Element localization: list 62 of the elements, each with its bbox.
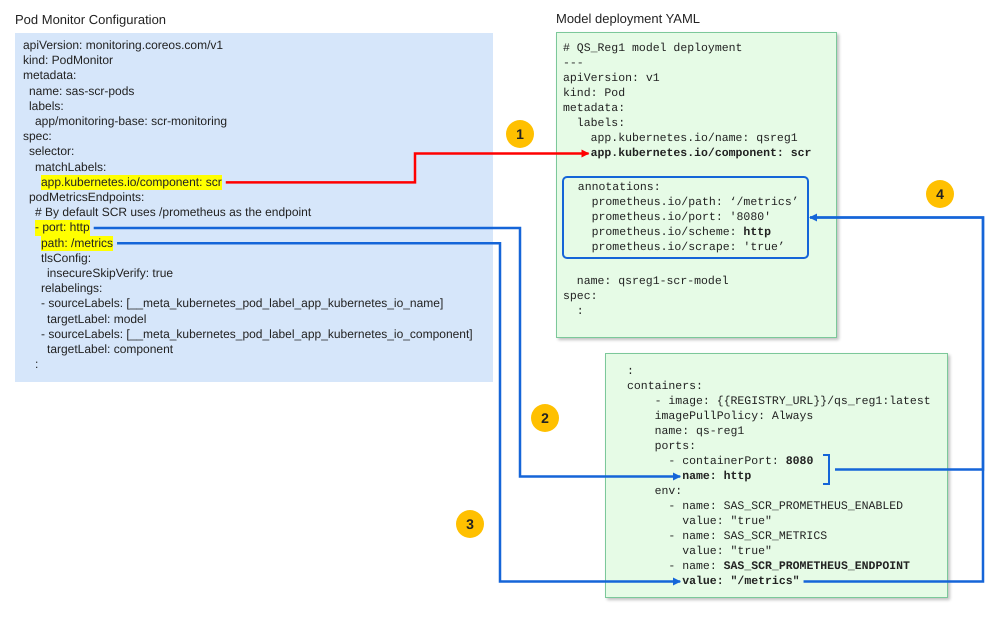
code-line: value: "true" bbox=[682, 514, 772, 529]
code-line: apiVersion: monitoring.coreos.com/v1 bbox=[23, 38, 224, 54]
code-line: - image: {{REGISTRY_URL}}/qs_reg1:latest bbox=[654, 394, 931, 409]
code-line: imagePullPolicy: Always bbox=[654, 409, 814, 424]
code-line: annotations: bbox=[578, 180, 661, 195]
code-line: env: bbox=[654, 484, 682, 499]
code-line: kind: PodMonitor bbox=[23, 53, 114, 68]
code-line: matchLabels: bbox=[35, 160, 106, 175]
code-line: - containerPort: 8080 bbox=[668, 454, 814, 469]
arrow bbox=[804, 214, 984, 583]
code-line: - sourceLabels: [__meta_kubernetes_pod_label_app_kubernetes_io_component] bbox=[41, 326, 473, 342]
code-line: targetLabel: component bbox=[47, 342, 174, 358]
callout-number: 2 bbox=[531, 404, 559, 432]
code-line: : bbox=[35, 357, 38, 372]
panel-title: Model deployment YAML bbox=[556, 11, 700, 27]
code-line: value: "true" bbox=[682, 544, 772, 559]
code-line: name: http bbox=[682, 469, 752, 484]
code-line: : bbox=[627, 364, 634, 379]
code-line: app/monitoring-base: scr-monitoring bbox=[35, 114, 228, 130]
code-line: metadata: bbox=[23, 68, 76, 84]
code-line: name: qsreg1-scr-model bbox=[576, 274, 729, 289]
code-line: # By default SCR uses /prometheus as the endpoint bbox=[35, 205, 312, 220]
callout-number: 3 bbox=[456, 510, 484, 538]
code-line: kind: Pod bbox=[563, 86, 626, 101]
code-line: containers: bbox=[627, 379, 703, 394]
panel-title: Pod Monitor Configuration bbox=[15, 12, 166, 28]
code-line: tlsConfig: bbox=[41, 250, 92, 266]
code-line: insecureSkipVerify: true bbox=[47, 266, 174, 282]
code-line: spec: bbox=[23, 129, 52, 144]
code-line: podMetricsEndpoints: bbox=[29, 190, 144, 206]
code-line: name: sas-scr-pods bbox=[29, 84, 134, 99]
code-line: app.kubernetes.io/name: qsreg1 bbox=[590, 131, 798, 146]
bracket bbox=[822, 454, 831, 485]
code-line: apiVersion: v1 bbox=[563, 71, 660, 86]
code-line: - name: SAS_SCR_METRICS bbox=[668, 529, 828, 544]
code-line: - sourceLabels: [__meta_kubernetes_pod_label_app_kubernetes_io_name] bbox=[41, 296, 444, 312]
callout-number: 4 bbox=[926, 180, 954, 208]
annotation-box bbox=[562, 176, 809, 259]
code-line: prometheus.io/scrape: 'true’ bbox=[592, 240, 785, 255]
arrow bbox=[94, 226, 681, 480]
arrow bbox=[226, 150, 590, 184]
arrow bbox=[117, 242, 681, 586]
code-line: targetLabel: model bbox=[47, 312, 146, 327]
code-line: value: "/metrics" bbox=[682, 574, 800, 589]
code-line: spec: bbox=[563, 289, 598, 304]
code-line: - name: SAS_SCR_PROMETHEUS_ENABLED bbox=[668, 499, 904, 514]
code-line: name: qs-reg1 bbox=[654, 424, 744, 439]
code-line: metadata: bbox=[563, 101, 626, 116]
code-line: selector: bbox=[29, 144, 74, 160]
callout-number: 1 bbox=[506, 120, 534, 148]
code-line: labels: bbox=[29, 98, 64, 114]
code-line: prometheus.io/port: '8080' bbox=[592, 210, 772, 225]
code-line: app.kubernetes.io/component: scr bbox=[590, 146, 812, 161]
code-line: relabelings: bbox=[41, 281, 102, 296]
code-line: : bbox=[576, 304, 584, 319]
code-line: labels: bbox=[576, 116, 626, 131]
code-line: --- bbox=[563, 56, 584, 71]
code-line: prometheus.io/path: ‘/metrics’ bbox=[592, 195, 799, 210]
code-line: prometheus.io/scheme: http bbox=[592, 225, 772, 240]
code-line: - name: SAS_SCR_PROMETHEUS_ENDPOINT bbox=[668, 559, 910, 574]
code-line: # QS_Reg1 model deployment bbox=[563, 41, 742, 56]
code-line: ports: bbox=[654, 439, 696, 454]
